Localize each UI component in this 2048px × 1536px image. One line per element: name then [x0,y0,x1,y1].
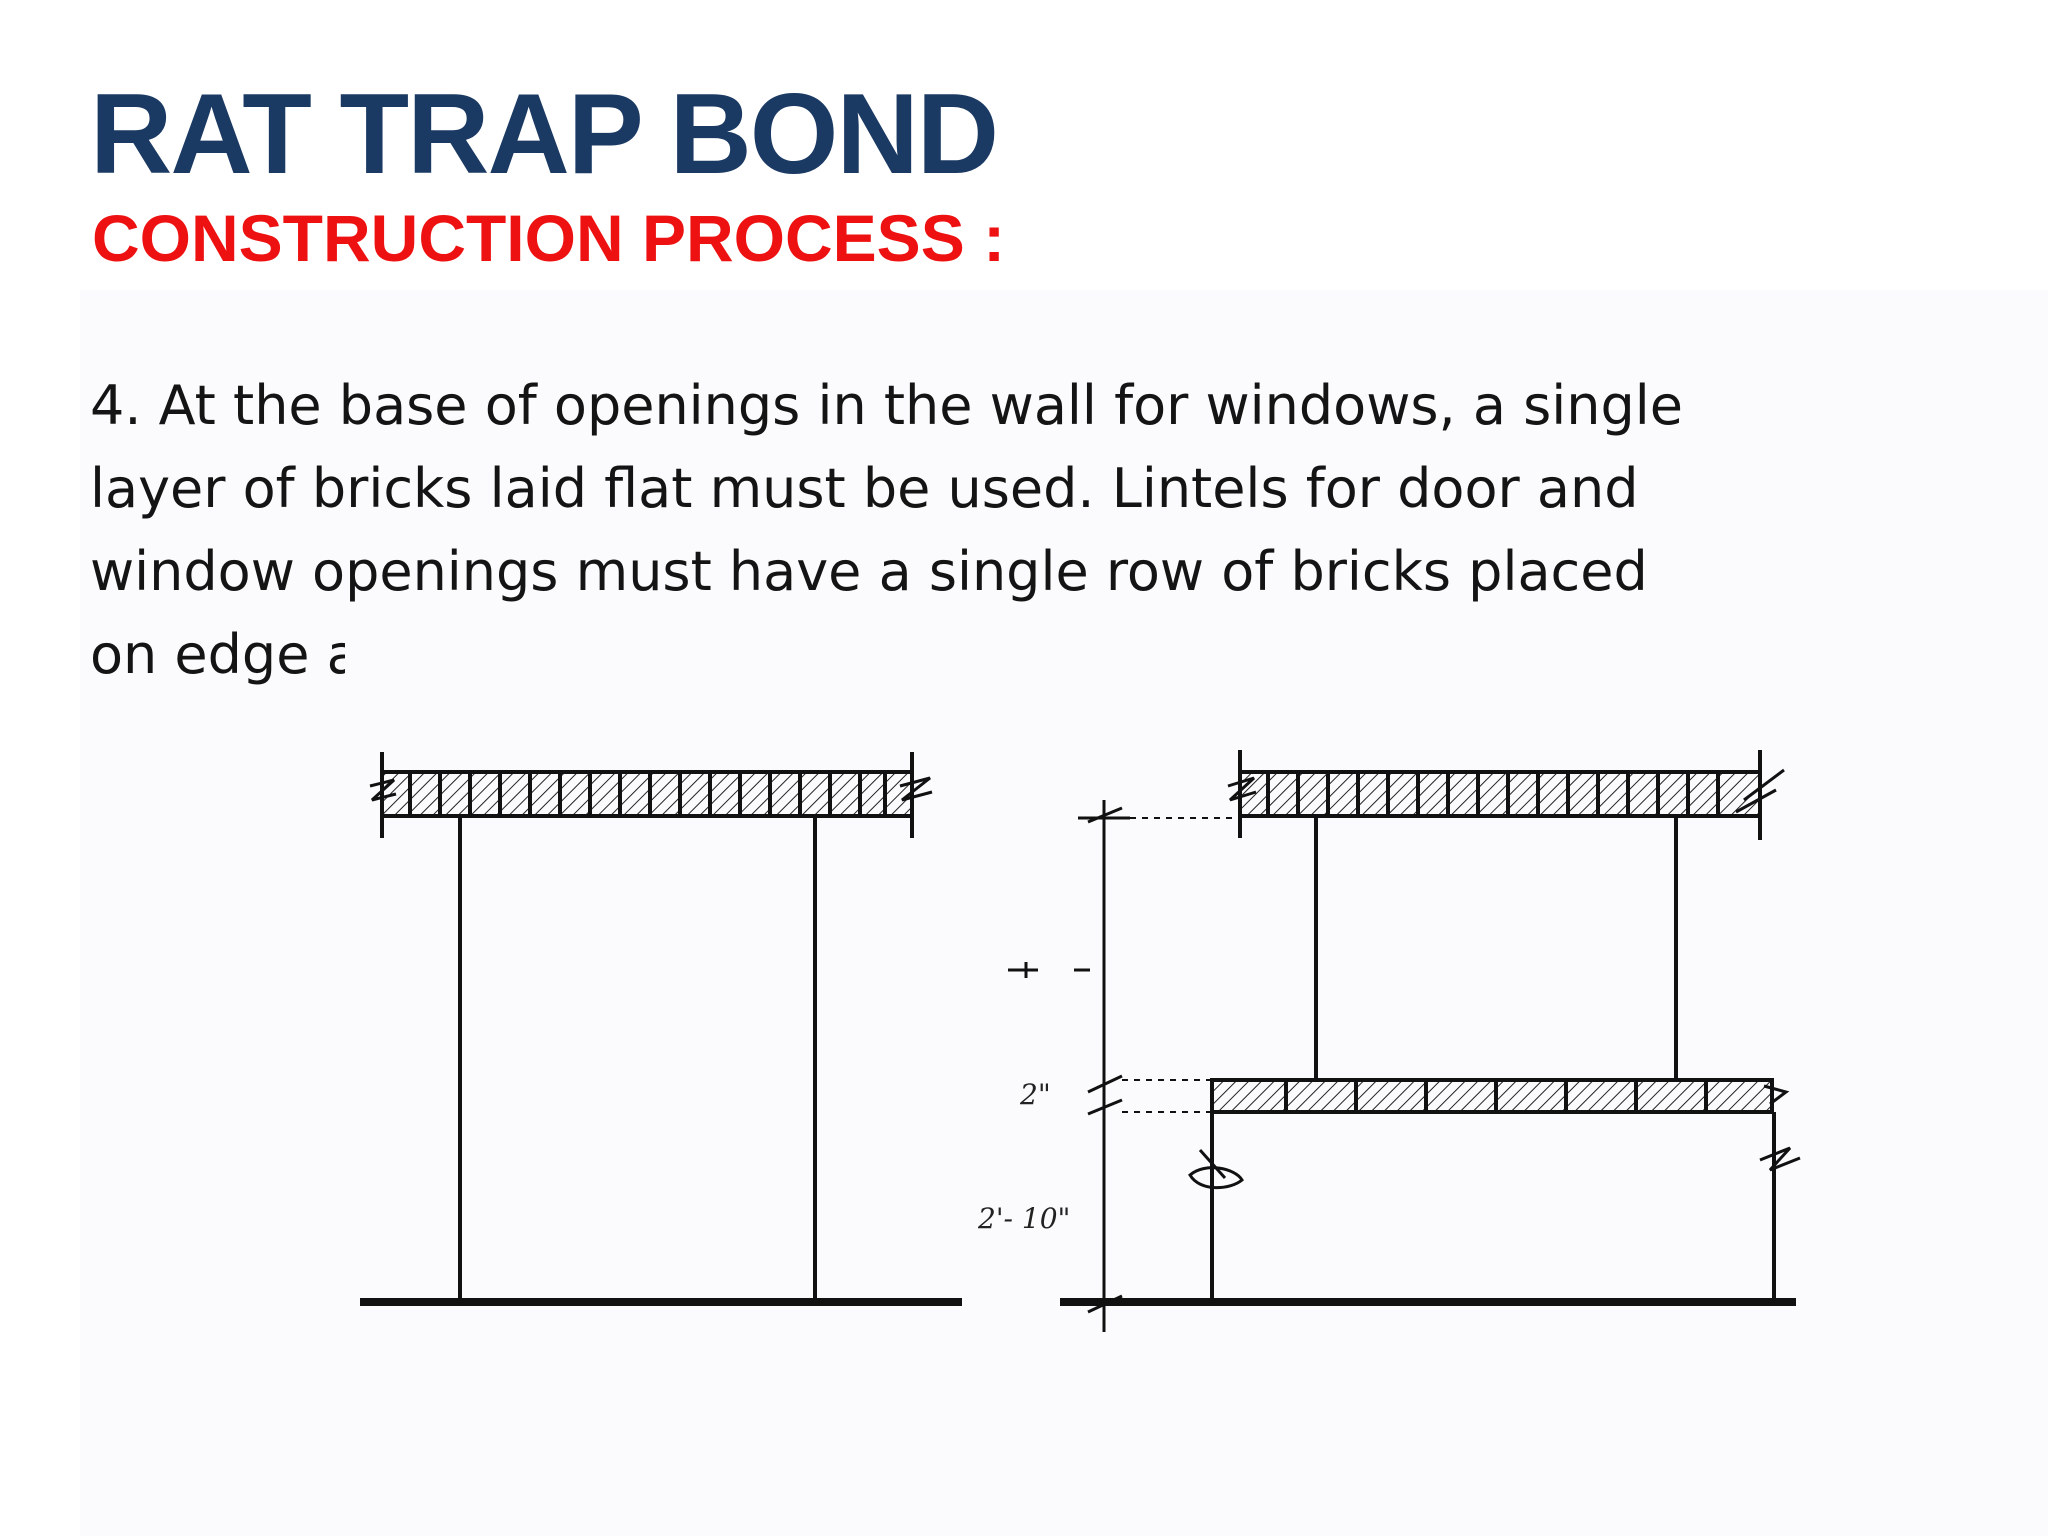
window-sill [1210,1078,1790,1114]
slide-title: RAT TRAP BOND [90,71,999,198]
body-text-line: on edge a [90,623,360,686]
text-cover-patch [345,630,645,690]
body-text-line: window openings must have a single row o… [90,540,1648,603]
extension-lines [1122,817,1238,1113]
door-lintel [369,752,933,838]
door-opening-detail [360,752,962,1306]
content-background [80,290,2048,1536]
sill-thickness-label: 2" [1019,1078,1051,1111]
body-text-line: 4. At the base of openings in the wall f… [90,374,1683,437]
dimension-line [1008,800,1130,1332]
slide-subtitle: CONSTRUCTION PROCESS : [92,201,1006,275]
sill-height-label: 2'- 10" [977,1202,1070,1235]
window-opening-detail [1008,750,1801,1332]
window-lintel [1227,750,1785,840]
body-text-line: layer of bricks laid flat must be used. … [90,457,1639,520]
